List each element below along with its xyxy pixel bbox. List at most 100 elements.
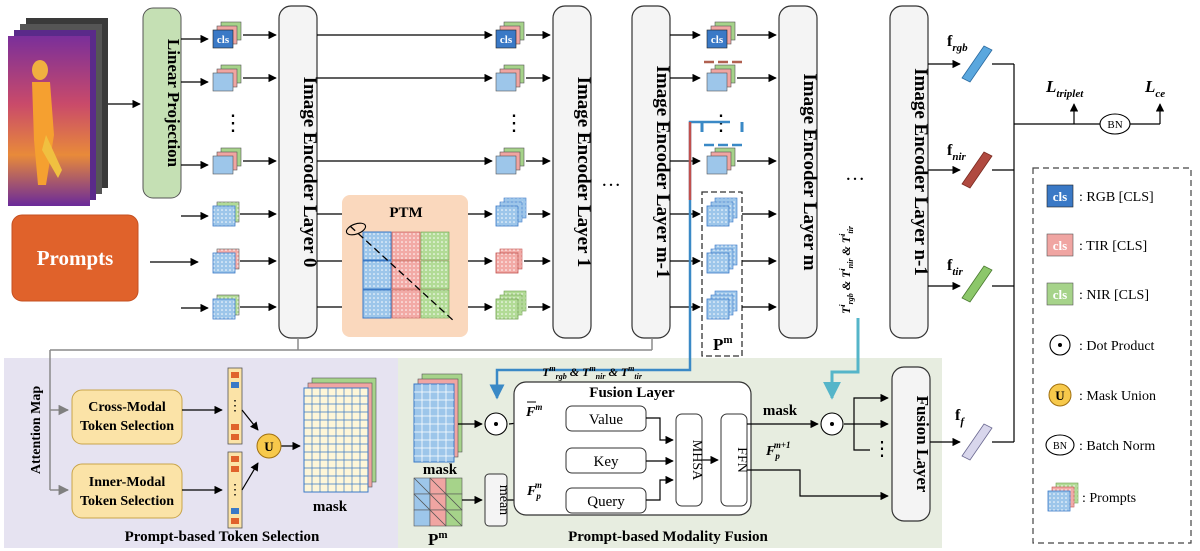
token-column-layer1: cls ⋮ bbox=[495, 21, 527, 320]
token-label-ti: Tirgb & Tinir & Titir bbox=[838, 225, 855, 314]
layer-ellipsis-1: … bbox=[601, 169, 621, 191]
legend-text-prompts: : Prompts bbox=[1082, 491, 1136, 506]
mean-block bbox=[484, 473, 508, 527]
mask-union-node-label: U bbox=[264, 439, 274, 454]
legend-text-tir: : TIR [CLS] bbox=[1079, 239, 1147, 254]
ptm-grid bbox=[345, 222, 456, 323]
cls-token-label: cls bbox=[217, 34, 230, 46]
mask-vector-bottom: ⋮ bbox=[227, 451, 243, 529]
feature-bar-fused bbox=[961, 423, 993, 461]
legend-item-prompts: : Prompts bbox=[1047, 482, 1136, 512]
feature-f-f: ff bbox=[955, 407, 965, 428]
encoder-layer-m-minus-1 bbox=[631, 5, 671, 339]
fusion-mask-label: mask bbox=[763, 403, 798, 419]
ffn-label: FFN bbox=[734, 447, 749, 473]
pm-label: Pm bbox=[713, 334, 733, 354]
svg-text:⋮: ⋮ bbox=[228, 483, 242, 498]
encoder-layer-m bbox=[778, 5, 818, 339]
fusion-pm-label: Pm bbox=[428, 529, 448, 549]
legend-text-batch-norm: : Batch Norm bbox=[1079, 439, 1155, 454]
ffn-box bbox=[720, 413, 748, 507]
legend-item-nir: cls : NIR [CLS] bbox=[1046, 282, 1149, 306]
mhsa-box bbox=[675, 413, 703, 507]
selection-mask-grids bbox=[303, 377, 377, 493]
layer-ellipsis-2: … bbox=[845, 163, 865, 185]
encoder-layer-n-minus-1 bbox=[889, 5, 929, 339]
linear-projection-block bbox=[142, 7, 182, 199]
inner-modal-selection-box bbox=[71, 463, 183, 519]
mask-union-icon bbox=[1048, 383, 1072, 407]
tir-cls-icon bbox=[1046, 233, 1074, 257]
cls-token-label-3: cls bbox=[711, 34, 724, 46]
legend-box bbox=[1032, 167, 1192, 544]
legend-item-tir: cls : TIR [CLS] bbox=[1046, 233, 1147, 257]
modality-fusion-title: Prompt-based Modality Fusion bbox=[568, 529, 768, 545]
fusion-mask-grids bbox=[413, 373, 463, 463]
token-ellipsis: ⋮ bbox=[222, 110, 244, 135]
svg-text:U: U bbox=[1055, 388, 1065, 403]
nir-cls-icon bbox=[1046, 282, 1074, 306]
legend-text-dot-product: : Dot Product bbox=[1079, 339, 1155, 354]
svg-text:cls: cls bbox=[1053, 189, 1067, 204]
key-label: Key bbox=[594, 454, 619, 470]
token-column-input: cls ⋮ bbox=[212, 21, 244, 320]
token-column-layer-m: cls ⋮ bbox=[700, 21, 744, 357]
cross-modal-label-2: Token Selection bbox=[80, 419, 174, 434]
batch-norm-node: BN bbox=[1099, 113, 1131, 135]
svg-text:BN: BN bbox=[1053, 441, 1067, 452]
encoder-layer-n-minus-1-label: Image Encoder Layer n-1 bbox=[910, 68, 931, 276]
encoder-layer-m-label: Image Encoder Layer m bbox=[799, 73, 820, 270]
legend-text-rgb: : RGB [CLS] bbox=[1079, 190, 1154, 205]
feature-f-nir: fnir bbox=[947, 142, 967, 163]
attention-map-label: Attention Map bbox=[29, 386, 44, 474]
token-ellipsis-2: ⋮ bbox=[503, 110, 525, 135]
cross-modal-label-1: Cross-Modal bbox=[88, 400, 166, 415]
legend-text-nir: : NIR [CLS] bbox=[1079, 288, 1149, 303]
svg-text:cls: cls bbox=[1053, 238, 1067, 253]
linear-projection-label: Linear Projection bbox=[164, 39, 183, 168]
svg-text:cls: cls bbox=[1053, 287, 1067, 302]
encoder-layer-1-label: Image Encoder Layer 1 bbox=[573, 77, 594, 268]
prompts-block bbox=[11, 214, 139, 302]
prompts-label: Prompts bbox=[37, 246, 114, 270]
token-label-tm: Tmrgb & Tmnir & Tmtir bbox=[542, 364, 643, 381]
legend-item-dot-product: : Dot Product bbox=[1049, 334, 1155, 356]
mask-union-node bbox=[256, 433, 282, 459]
cross-modal-selection-box bbox=[71, 389, 183, 445]
encoder-layer-m-minus-1-label: Image Encoder Layer m-1 bbox=[652, 65, 673, 278]
fusion-mask-in-label: mask bbox=[423, 462, 458, 478]
feature-bar-nir bbox=[961, 151, 993, 189]
token-selection-title: Prompt-based Token Selection bbox=[125, 529, 320, 545]
query-label: Query bbox=[587, 494, 625, 510]
value-label: Value bbox=[589, 412, 623, 428]
f-p-label: Fpm bbox=[526, 480, 542, 501]
fusion-layer-right-label: Fusion Layer bbox=[913, 396, 932, 493]
fusion-branch-ellipsis: ⋮ bbox=[872, 438, 892, 460]
legend-item-rgb: cls : RGB [CLS] bbox=[1046, 184, 1154, 208]
rgb-cls-icon bbox=[1046, 184, 1074, 208]
legend-item-batch-norm: BN : Batch Norm bbox=[1045, 434, 1155, 456]
cls-token-label-2: cls bbox=[500, 34, 513, 46]
f-p-next-label: Fpm+1 bbox=[765, 440, 790, 461]
fusion-layer-right bbox=[891, 366, 931, 522]
mhsa-label: MHSA bbox=[689, 440, 704, 481]
inner-modal-label-1: Inner-Modal bbox=[89, 475, 166, 490]
input-image-stack bbox=[8, 18, 108, 206]
ptm-label: PTM bbox=[389, 205, 422, 221]
legend-item-mask-union: U : Mask Union bbox=[1048, 383, 1156, 407]
svg-text:⋮: ⋮ bbox=[228, 399, 242, 414]
inner-modal-label-2: Token Selection bbox=[80, 494, 174, 509]
fusion-layer-title: Fusion Layer bbox=[589, 385, 675, 401]
loss-triplet: Ltriplet bbox=[1045, 77, 1084, 100]
legend-text-mask-union: : Mask Union bbox=[1079, 389, 1156, 404]
prompts-icon bbox=[1047, 482, 1079, 512]
mask-vector-top: ⋮ bbox=[227, 367, 243, 445]
selection-mask-label: mask bbox=[313, 499, 348, 515]
feature-f-tir: ftir bbox=[947, 257, 963, 278]
feature-f-rgb: frgb bbox=[947, 33, 968, 54]
feature-bar-rgb bbox=[961, 45, 993, 83]
encoder-layer-0-label: Image Encoder Layer 0 bbox=[299, 77, 320, 268]
loss-ce: Lce bbox=[1144, 77, 1165, 100]
batch-norm-label: BN bbox=[1107, 119, 1122, 131]
mean-label: mean bbox=[496, 485, 511, 515]
